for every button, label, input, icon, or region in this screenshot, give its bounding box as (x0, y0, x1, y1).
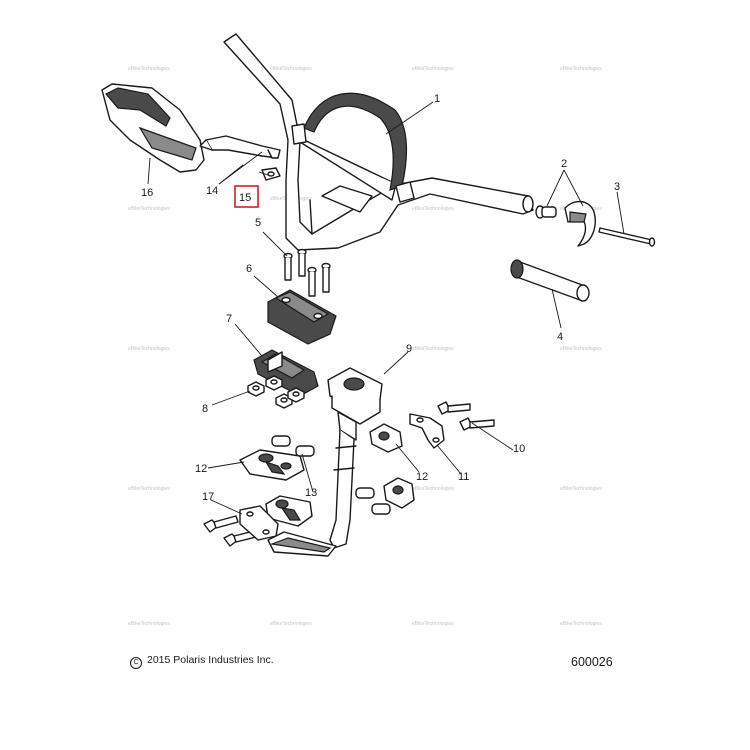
part-lower-clamp-right (369, 423, 415, 509)
callout-15: 15 (239, 192, 251, 204)
part-steering-post (267, 367, 383, 557)
part-guard-bracket (199, 135, 281, 159)
drawing-number: 600026 (571, 655, 613, 669)
watermark: eBikeTechnologies (412, 66, 454, 72)
part-hand-guard (101, 83, 205, 173)
part-bolts (283, 248, 331, 297)
watermark: eBikeTechnologies (560, 486, 602, 492)
part-bolts-plate (203, 505, 279, 547)
watermark: eBikeTechnologies (412, 206, 454, 212)
callout-labels: 1 2 3 4 5 6 7 8 9 10 11 12 12 13 14 15 1… (141, 93, 620, 503)
part-throttle (535, 201, 596, 247)
part-bracket-plate (409, 413, 445, 449)
watermark: eBikeTechnologies (560, 346, 602, 352)
watermark: eBikeTechnologies (128, 66, 170, 72)
callout-1: 1 (434, 93, 440, 105)
part-upper-clamp (267, 289, 337, 345)
watermark: eBikeTechnologies (412, 621, 454, 627)
callout-4: 4 (557, 331, 563, 343)
watermark: eBikeTechnologies (270, 621, 312, 627)
watermark: eBikeTechnologies (412, 346, 454, 352)
copyright-icon: C (130, 657, 142, 669)
copyright: C 2015 Polaris Industries Inc. (130, 654, 274, 669)
highlight-box (234, 185, 259, 208)
callout-6: 6 (246, 263, 252, 275)
leader-lines (147, 101, 625, 515)
part-nuts (247, 375, 305, 409)
callout-16: 16 (141, 187, 153, 199)
callout-11: 11 (458, 471, 469, 483)
callout-9: 9 (406, 343, 412, 355)
callout-7: 7 (226, 313, 232, 325)
watermark: eBikeTechnologies (128, 621, 170, 627)
part-lower-clamp-block (265, 495, 313, 527)
callout-10: 10 (513, 443, 525, 455)
watermark: eBikeTechnologies (270, 66, 312, 72)
watermark: eBikeTechnologies (560, 66, 602, 72)
watermark: eBikeTechnologies (412, 486, 454, 492)
callout-13: 13 (305, 487, 317, 499)
watermark: eBikeTechnologies (128, 486, 170, 492)
copyright-text: 2015 Polaris Industries Inc. (147, 654, 274, 666)
part-bolts-lower (437, 401, 495, 431)
watermark: eBikeTechnologies (128, 346, 170, 352)
callout-12-right: 12 (416, 471, 428, 483)
callout-12-left: 12 (195, 463, 207, 475)
part-riser (253, 349, 319, 397)
part-pin (598, 227, 656, 247)
part-grip (510, 259, 590, 302)
callout-3: 3 (614, 181, 620, 193)
callout-17: 17 (202, 491, 214, 503)
callout-14: 14 (206, 185, 218, 197)
part-lower-clamp-left (239, 449, 305, 481)
part-clamp-nut (261, 167, 281, 181)
watermark: eBikeTechnologies (128, 206, 170, 212)
callout-2: 2 (561, 158, 567, 170)
callout-5: 5 (255, 217, 261, 229)
part-bushings (271, 435, 391, 515)
watermark: eBikeTechnologies (560, 621, 602, 627)
part-handlebar (223, 33, 534, 251)
callout-8: 8 (202, 403, 208, 415)
